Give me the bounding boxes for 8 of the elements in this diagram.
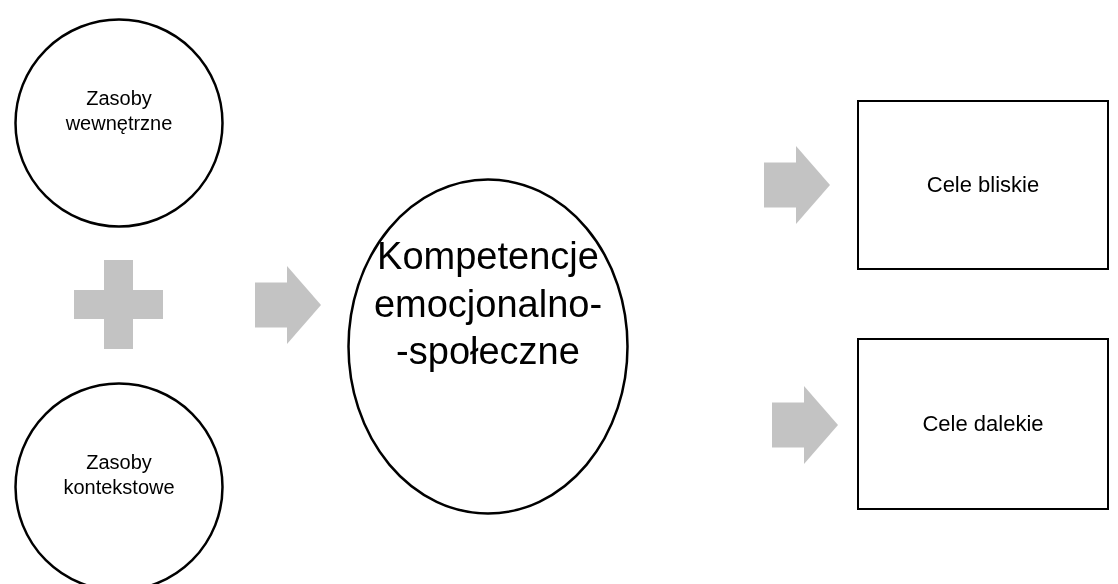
node-label: Cele bliskie: [925, 171, 1041, 199]
block-arrow: [764, 146, 830, 224]
block-arrow: [772, 386, 838, 464]
block-arrow: [255, 266, 321, 344]
node-label: Cele dalekie: [921, 410, 1045, 438]
node-label: Zasoby wewnętrzne: [64, 86, 174, 136]
node-label: Zasoby kontekstowe: [62, 450, 176, 500]
node-label: Kompetencje emocjonalno- -społeczne: [372, 234, 604, 375]
